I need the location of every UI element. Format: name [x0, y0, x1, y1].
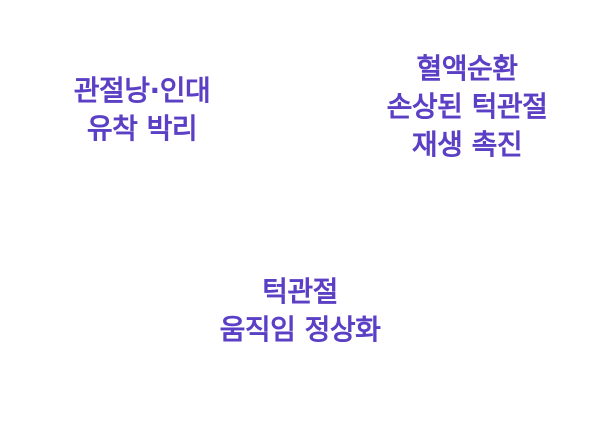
benefit-circulation-regeneration: 혈액순환 손상된 턱관절 재생 촉진	[357, 50, 577, 164]
benefit-line: 움직임 정상화	[219, 313, 381, 346]
benefit-line: 관절낭·인대	[73, 74, 211, 107]
benefit-adhesion-release: 관절낭·인대 유착 박리	[42, 72, 242, 148]
benefit-movement-normalization: 턱관절 움직임 정상화	[190, 273, 410, 349]
benefit-line: 유착 박리	[86, 112, 198, 145]
benefit-line: 턱관절	[262, 275, 338, 308]
benefit-line: 손상된 턱관절	[386, 90, 548, 123]
benefit-line: 혈액순환	[416, 52, 518, 85]
benefit-line: 재생 촉진	[411, 128, 523, 161]
